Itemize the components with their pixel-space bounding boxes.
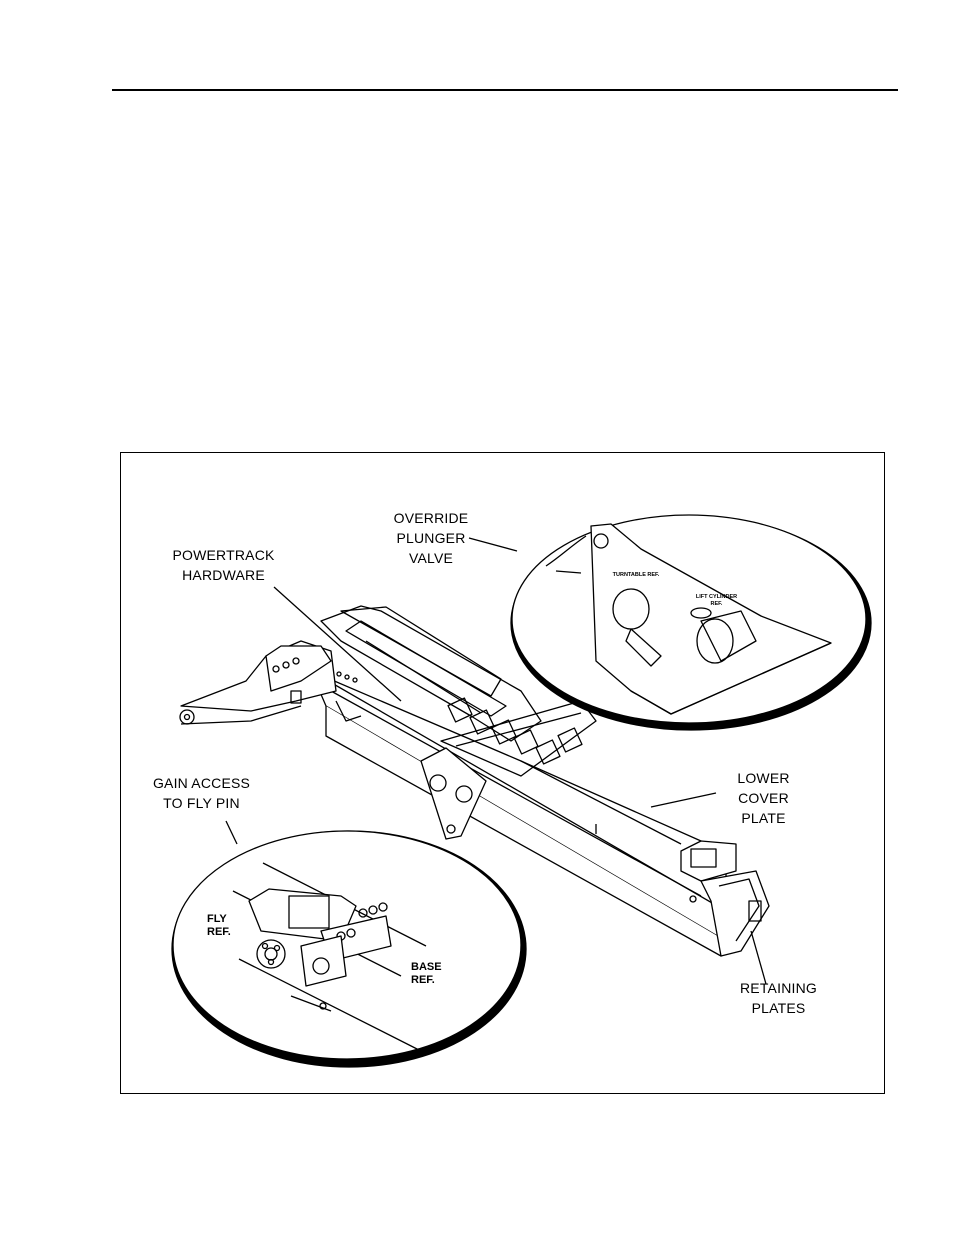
boom-figure: OVERRIDE PLUNGER VALVE POWERTRACK HARDWA… xyxy=(120,452,885,1094)
label-base-ref: BASE REF. xyxy=(411,961,456,987)
callout-powertrack-hardware: POWERTRACK HARDWARE xyxy=(166,545,281,585)
valve-detail-circle xyxy=(469,515,871,730)
label-lift-cylinder-ref: LIFT CYLINDER REF. xyxy=(689,594,744,608)
label-turntable-ref: TURNTABLE REF. xyxy=(606,572,666,579)
header-rule xyxy=(112,89,898,91)
callout-retaining-plates: RETAINING PLATES xyxy=(726,978,831,1018)
callout-lower-cover-plate: LOWER COVER PLATE xyxy=(721,768,806,828)
callout-override-plunger-valve: OVERRIDE PLUNGER VALVE xyxy=(386,508,476,568)
label-fly-ref: FLY REF. xyxy=(207,913,247,939)
fly-pin-detail-circle xyxy=(172,821,526,1067)
callout-gain-access-to-fly-pin: GAIN ACCESS TO FLY PIN xyxy=(139,773,264,813)
